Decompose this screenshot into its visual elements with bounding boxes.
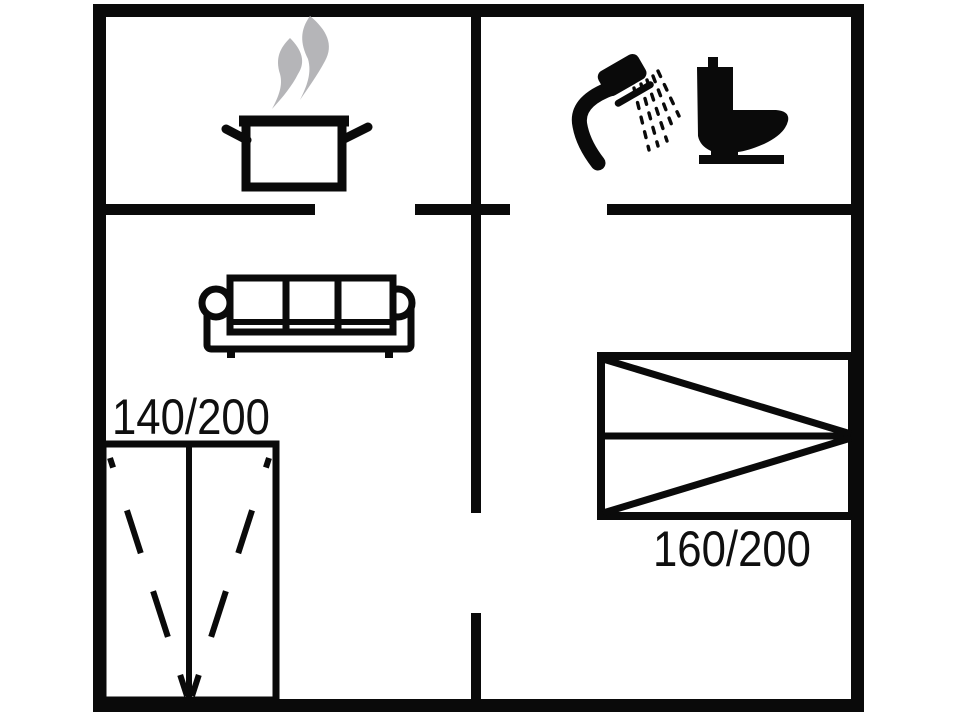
sofa-bed-symbol (99, 440, 280, 704)
outer-walls (93, 4, 864, 712)
steam-icon (272, 16, 329, 109)
sofa-icon (198, 274, 416, 358)
wall-bathroom (607, 204, 851, 215)
wall-right (851, 4, 864, 712)
sofa-foot-right (385, 349, 393, 358)
wall-kitchen-right (415, 204, 510, 215)
shower-head (597, 53, 647, 97)
shower-hose-handle (571, 80, 620, 171)
steam-wisp-left (272, 38, 303, 109)
wall-vertical-lower (471, 613, 481, 699)
wall-bottom (93, 699, 864, 712)
wall-vertical-upper (471, 17, 481, 513)
wall-kitchen-left (106, 204, 315, 215)
toilet-icon (697, 57, 789, 164)
sofa-armrest-left (198, 285, 234, 321)
pot-handle-right (337, 122, 373, 145)
wall-top (93, 4, 864, 17)
sofa-foot-left (227, 349, 235, 358)
shower-spray (632, 69, 681, 152)
steam-wisp-right (300, 16, 329, 100)
interior-walls (106, 17, 851, 699)
bed-label-140: 140/200 (112, 389, 270, 445)
cooking-pot-icon (221, 115, 373, 192)
pot-body (241, 116, 347, 192)
pot-handle-left (221, 124, 252, 145)
shower-icon (571, 53, 681, 171)
double-bed-symbol (597, 352, 856, 520)
bed-label-160: 160/200 (653, 521, 811, 577)
